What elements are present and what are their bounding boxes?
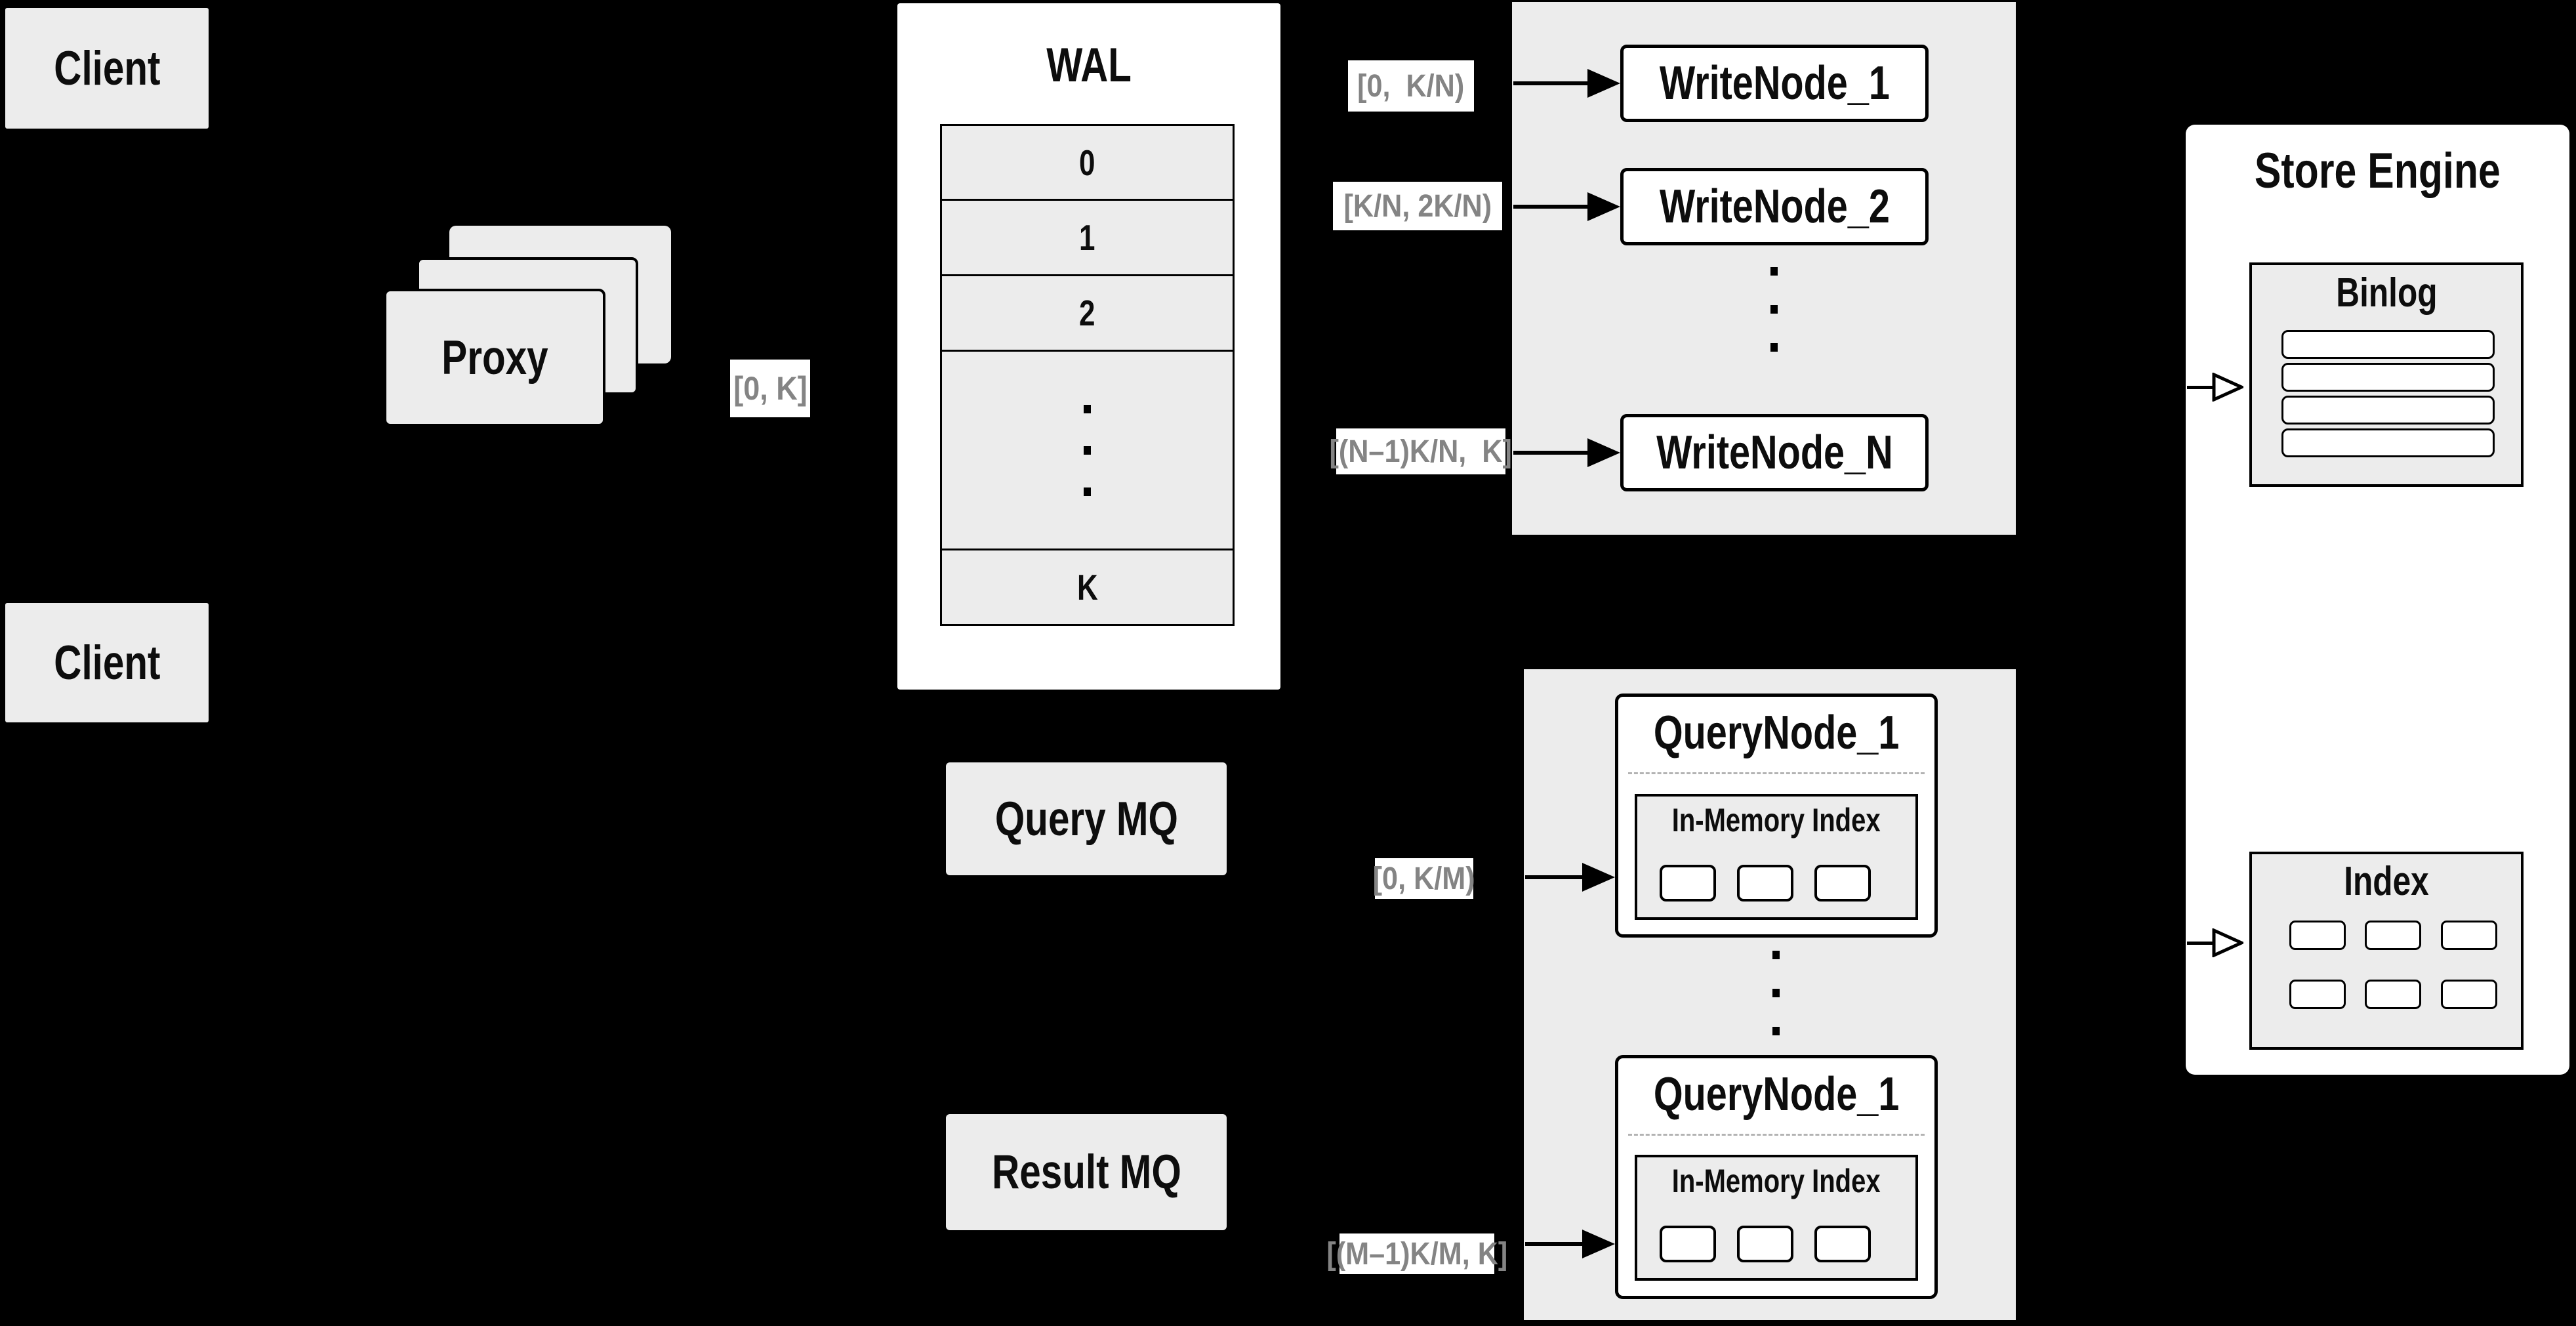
ellipsis-dot [1770, 343, 1778, 352]
arrowhead-writenode-1 [1587, 69, 1620, 98]
wal-segment-row-1: 1 [942, 199, 1233, 274]
query-node-ellipsis [1772, 951, 1780, 1035]
arrowhead-writenode-n [1587, 438, 1620, 467]
binlog-row [2281, 396, 2495, 425]
arrow-to-index [2187, 942, 2215, 945]
arrow-to-writenode-1 [1513, 81, 1589, 85]
wal-ellipsis-row [942, 350, 1233, 549]
arrow-to-querynode-2 [1525, 1242, 1584, 1246]
memory-segment-cell [1737, 1226, 1793, 1262]
memory-segment-cell [1737, 865, 1793, 901]
proxy-label: Proxy [441, 331, 548, 384]
index-cell [2365, 980, 2421, 1009]
in-memory-index-title-2: In-Memory Index [1672, 1163, 1881, 1199]
index-cell [2441, 921, 2497, 950]
write-node-2: WriteNode_2 [1620, 168, 1929, 245]
query-node-2-separator [1628, 1134, 1925, 1136]
range-label-query-m: [(M–1)K/M, K] [1326, 1233, 1507, 1274]
wal-segment-row-2: 2 [942, 274, 1233, 350]
arrowhead-querynode-2 [1582, 1230, 1615, 1258]
ellipsis-dot [1770, 305, 1778, 314]
query-node-1-title: QueryNode_1 [1653, 707, 1900, 759]
result-mq-box: Result MQ [946, 1114, 1227, 1230]
ellipsis-dot [1772, 989, 1780, 997]
wal-title: WAL [1046, 38, 1132, 92]
range-label-proxy-out: [0, K] [730, 360, 810, 417]
arrow-to-writenode-2 [1513, 205, 1589, 209]
client-top-label: Client [53, 41, 161, 95]
memory-segment-cell [1660, 1226, 1716, 1262]
arrow-to-writenode-n [1513, 451, 1589, 455]
arrowhead-querynode-1 [1582, 863, 1615, 892]
memory-segment-cell [1814, 1226, 1871, 1262]
query-mq-box: Query MQ [946, 762, 1227, 875]
binlog-row [2281, 428, 2495, 457]
arrowhead-writenode-2 [1587, 192, 1620, 221]
binlog-row [2281, 363, 2495, 392]
range-label-query-1: [0, K/M) [1373, 858, 1475, 899]
ellipsis-dot [1084, 487, 1091, 496]
ellipsis-dot [1084, 445, 1091, 455]
range-label-write-n: [(N–1)K/N, K] [1330, 428, 1512, 474]
write-node-ellipsis [1770, 267, 1778, 352]
ellipsis-dot [1084, 404, 1091, 413]
binlog-row [2281, 330, 2495, 359]
ellipsis-dot [1772, 1027, 1780, 1035]
wal-segment-row-0: 0 [1079, 142, 1095, 183]
query-node-1-separator [1628, 772, 1925, 774]
store-engine-title: Store Engine [2254, 142, 2501, 199]
ellipsis-dot [1772, 951, 1780, 959]
wal-segment-row-k: K [942, 549, 1233, 624]
index-title: Index [2344, 858, 2429, 904]
range-label-write-2: [K/N, 2K/N) [1333, 182, 1502, 230]
arrow-to-binlog [2187, 386, 2215, 389]
arrow-to-querynode-1 [1525, 875, 1584, 879]
range-label-write-1: [0, K/N) [1348, 60, 1474, 112]
arrowhead-binlog [2212, 373, 2243, 402]
client-bottom-label: Client [53, 636, 161, 690]
memory-segment-cell [1814, 865, 1871, 901]
ellipsis-dot [1770, 267, 1778, 276]
client-box-bottom: Client [5, 603, 209, 722]
index-cell [2441, 980, 2497, 1009]
proxy-card-front: Proxy [384, 289, 605, 426]
arrowhead-index [2212, 928, 2243, 957]
client-box-top: Client [5, 8, 209, 129]
query-node-2-title: QueryNode_1 [1653, 1068, 1900, 1121]
index-cell [2289, 921, 2346, 950]
wal-segment-table: 0 1 2 K [940, 124, 1235, 626]
write-node-n: WriteNode_N [1620, 414, 1929, 491]
write-node-1: WriteNode_1 [1620, 45, 1929, 122]
index-cell [2289, 980, 2346, 1009]
in-memory-index-title-1: In-Memory Index [1672, 802, 1881, 839]
index-cell [2365, 921, 2421, 950]
binlog-title: Binlog [2335, 270, 2438, 316]
index-box [2249, 852, 2524, 1050]
memory-segment-cell [1660, 865, 1716, 901]
